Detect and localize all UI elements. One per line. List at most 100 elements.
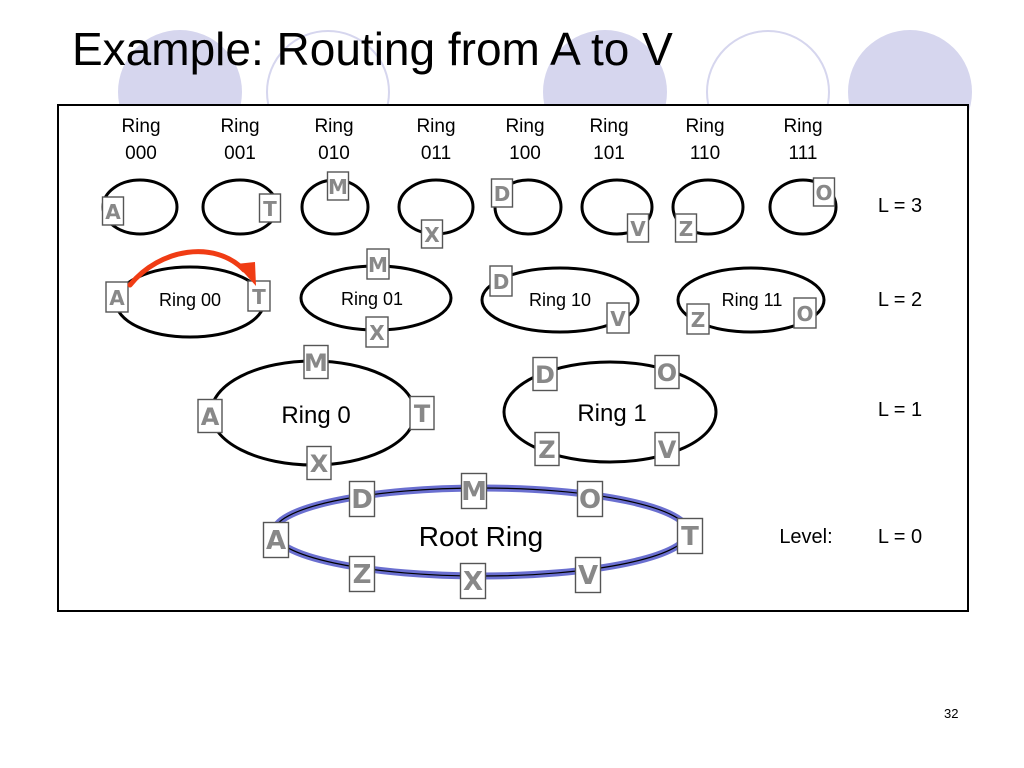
ring-l3-code: 110 [690,143,720,164]
ring-l2-label: Ring 00 [159,290,221,310]
node-letter: X [310,450,329,478]
node-letter: X [463,567,483,597]
node-letter: M [304,349,328,377]
node-letter: M [328,175,348,199]
ring-l3-code: 000 [125,143,157,164]
node-a: A [197,398,223,434]
ring-l3-code: 001 [224,143,256,164]
node-letter: T [681,522,699,552]
node-box [574,556,602,594]
node-d: D [532,356,558,392]
node-letter: D [494,182,511,206]
level-label-0: L = 0 [878,526,922,548]
node-x: X [459,562,487,600]
ring-l2-label: Ring 01 [341,289,403,309]
route-arrow-line [127,249,247,288]
node-z: Z [348,555,376,593]
node-z: Z [686,303,710,335]
node-box [326,171,350,201]
node-letter: V [610,307,626,331]
node-box [460,472,488,510]
node-o: O [812,177,836,207]
node-letter: A [201,403,220,431]
node-letter: Z [538,436,555,464]
ring-l3-name: Ring [589,116,628,137]
node-box [793,297,817,329]
node-letter: O [815,181,832,205]
node-box [303,344,329,380]
node-v: V [626,213,650,243]
ring-l3-name: Ring [314,116,353,137]
node-box [654,354,680,390]
node-box [606,302,630,334]
node-letter: O [796,302,813,326]
node-letter: D [493,270,510,294]
node-box [532,356,558,392]
ring-l1-label: Ring 0 [281,402,350,429]
node-letter: D [351,485,373,515]
node-v: V [606,302,630,334]
ring-l3-code: 011 [421,143,451,164]
ring-l3-code: 111 [789,143,818,164]
node-letter: M [461,477,487,507]
node-letter: Z [353,560,372,590]
node-letter: O [579,485,601,515]
node-box [348,480,376,518]
node-v: V [574,556,602,594]
node-letter: T [263,197,277,221]
node-box [258,193,282,223]
node-letter: X [424,223,440,247]
node-box [686,303,710,335]
node-z: Z [534,431,560,467]
node-box [812,177,836,207]
node-box [306,445,332,481]
node-d: D [490,178,514,208]
ring-l3-name: Ring [685,116,724,137]
node-d: D [489,265,513,297]
ring-l3-code: 010 [318,143,350,164]
ring-l1-label: Ring 1 [577,400,646,427]
node-box [490,178,514,208]
node-m: M [303,344,329,380]
node-box [674,213,698,243]
ring-ellipse [480,266,640,334]
ring-l3-code: 100 [509,143,541,164]
node-box [348,555,376,593]
level-label-3: L = 3 [878,195,922,217]
ring-l3-name: Ring [783,116,822,137]
ring-l3-code: 101 [593,143,625,164]
ring-l3-name: Ring [505,116,544,137]
node-box [409,395,435,431]
level-label-2: L = 2 [878,289,922,311]
node-box [105,281,129,313]
node-letter: T [414,400,431,428]
node-t: T [247,280,271,312]
node-m: M [366,248,390,280]
node-m: M [460,472,488,510]
node-box [247,280,271,312]
node-box [366,248,390,280]
node-letter: Z [679,217,694,241]
node-box [197,398,223,434]
node-a: A [262,521,290,559]
node-letter: Z [691,308,706,332]
page-number: 32 [944,706,959,721]
node-letter: T [252,285,266,309]
node-o: O [654,354,680,390]
node-letter: V [658,436,677,464]
node-t: T [676,517,704,555]
route-arrow-head [236,262,256,286]
ring-l3-name: Ring [220,116,259,137]
node-box [676,517,704,555]
node-x: X [306,445,332,481]
ring-l3-name: Ring [121,116,160,137]
node-box [654,431,680,467]
